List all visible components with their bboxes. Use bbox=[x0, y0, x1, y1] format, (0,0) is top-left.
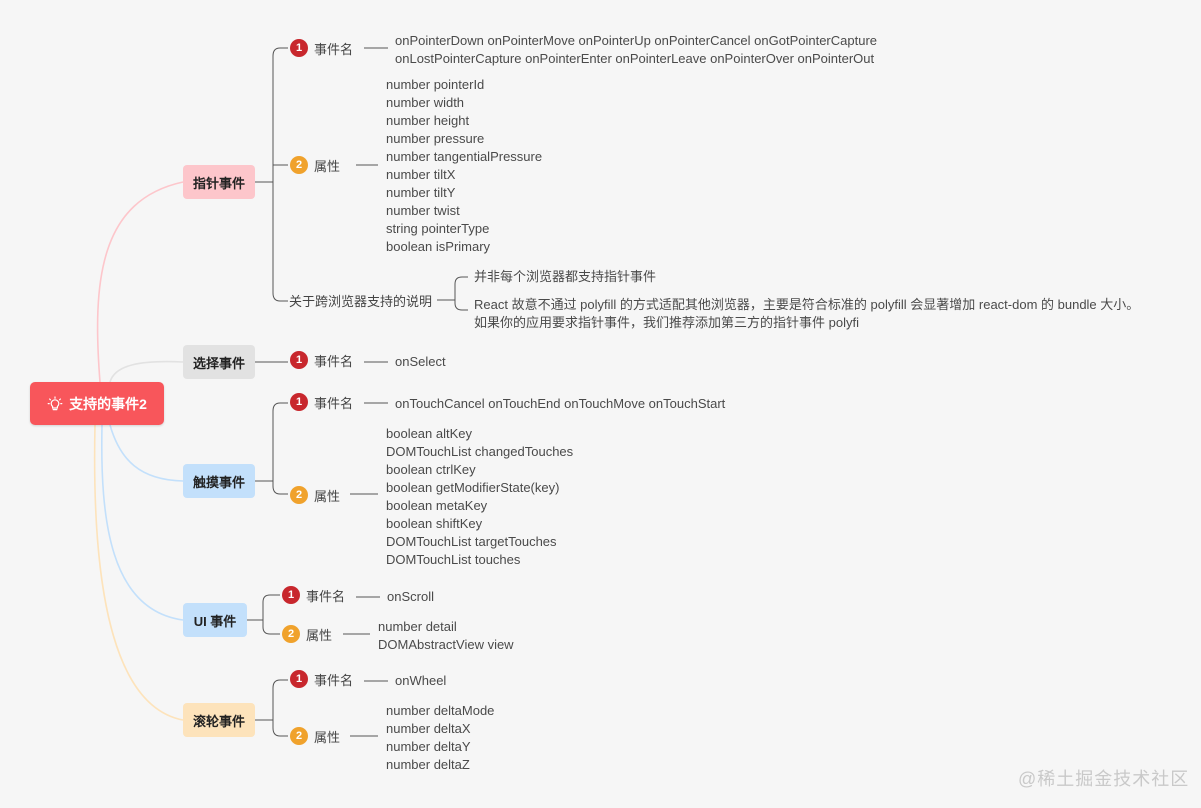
category-select-events[interactable]: 选择事件 bbox=[183, 345, 255, 379]
touch-props-list: boolean altKey DOMTouchList changedTouch… bbox=[386, 425, 573, 569]
node-label: 事件名 bbox=[314, 395, 354, 411]
lightbulb-icon bbox=[47, 395, 63, 410]
touch-names-value: onTouchCancel onTouchEnd onTouchMove onT… bbox=[395, 396, 726, 411]
category-ui-events[interactable]: UI 事件 bbox=[183, 603, 247, 637]
node-label: 属性 bbox=[306, 627, 333, 643]
value-line: onLostPointerCapture onPointerEnter onPo… bbox=[395, 51, 875, 66]
number-two-badge: 2 bbox=[282, 625, 300, 643]
node-label: 属性 bbox=[314, 488, 341, 504]
category-label: 触摸事件 bbox=[192, 474, 245, 490]
prop-item: number deltaY bbox=[386, 739, 471, 754]
ui-props-node[interactable]: 2 属性 bbox=[282, 625, 332, 643]
node-label: 属性 bbox=[314, 158, 341, 174]
bracket-ui bbox=[247, 594, 280, 635]
wheel-names-value: onWheel bbox=[395, 673, 447, 688]
prop-item: string pointerType bbox=[386, 221, 490, 236]
connector-root-ui bbox=[100, 424, 184, 621]
value-line: 如果你的应用要求指针事件，我们推荐添加第三方的指针事件 polyfi bbox=[474, 315, 859, 330]
node-label: 事件名 bbox=[306, 588, 346, 604]
pointer-props-list: number pointerId number width number hei… bbox=[386, 76, 542, 256]
category-label: 选择事件 bbox=[192, 355, 245, 371]
prop-item: boolean metaKey bbox=[386, 498, 488, 513]
watermark: @稀土掘金技术社区 bbox=[1018, 769, 1190, 789]
connector-root-pointer bbox=[96, 181, 184, 383]
connector-root-wheel bbox=[93, 424, 184, 721]
prop-item: DOMTouchList targetTouches bbox=[386, 534, 557, 549]
number-one-badge: 1 bbox=[282, 586, 300, 604]
prop-item: DOMTouchList touches bbox=[386, 552, 521, 567]
connector-root-touch bbox=[109, 424, 184, 482]
bracket-wheel bbox=[255, 679, 288, 737]
prop-item: boolean shiftKey bbox=[386, 516, 483, 531]
bracket-touch bbox=[255, 402, 288, 495]
category-touch-events[interactable]: 触摸事件 bbox=[183, 464, 255, 498]
bracket-pointer bbox=[255, 47, 288, 302]
category-label: 滚轮事件 bbox=[192, 713, 245, 729]
connector-root-select bbox=[109, 360, 184, 383]
prop-item: boolean ctrlKey bbox=[386, 462, 476, 477]
bracket-pointer-note bbox=[437, 276, 468, 311]
category-label: UI 事件 bbox=[193, 613, 237, 629]
pointer-props-node[interactable]: 2 属性 bbox=[290, 156, 340, 174]
number-one-badge: 1 bbox=[290, 39, 308, 57]
root-title: 支持的事件2 bbox=[69, 395, 147, 412]
pointer-names-value: onPointerDown onPointerMove onPointerUp … bbox=[395, 32, 877, 68]
prop-item: number deltaX bbox=[386, 721, 471, 736]
wheel-props-list: number deltaMode number deltaX number de… bbox=[386, 702, 494, 774]
select-names-value: onSelect bbox=[395, 354, 446, 369]
prop-item: number deltaZ bbox=[386, 757, 470, 772]
prop-item: number pointerId bbox=[386, 77, 485, 92]
number-two-badge: 2 bbox=[290, 486, 308, 504]
pointer-note-1: 并非每个浏览器都支持指针事件 bbox=[474, 269, 657, 284]
prop-item: number tiltX bbox=[386, 167, 456, 182]
touch-names-node[interactable]: 1 事件名 bbox=[290, 393, 353, 411]
prop-item: number width bbox=[386, 95, 465, 110]
prop-item: number detail bbox=[378, 619, 457, 634]
prop-item: number deltaMode bbox=[386, 703, 495, 718]
node-label: 事件名 bbox=[314, 41, 354, 57]
prop-item: number tiltY bbox=[386, 185, 456, 200]
number-two-badge: 2 bbox=[290, 156, 308, 174]
pointer-note-node[interactable]: 关于跨浏览器支持的说明 bbox=[289, 291, 432, 309]
pointer-names-node[interactable]: 1 事件名 bbox=[290, 39, 353, 57]
value-line: onPointerDown onPointerMove onPointerUp … bbox=[395, 33, 878, 48]
prop-item: boolean altKey bbox=[386, 426, 473, 441]
wheel-props-node[interactable]: 2 属性 bbox=[290, 727, 340, 745]
ui-names-value: onScroll bbox=[387, 589, 434, 604]
root-node[interactable]: 支持的事件2 bbox=[30, 382, 164, 425]
node-label: 关于跨浏览器支持的说明 bbox=[289, 293, 433, 309]
number-one-badge: 1 bbox=[290, 351, 308, 369]
prop-item: number height bbox=[386, 113, 470, 128]
prop-item: boolean isPrimary bbox=[386, 239, 491, 254]
node-label: 属性 bbox=[314, 729, 341, 745]
prop-item: number pressure bbox=[386, 131, 485, 146]
category-pointer-events[interactable]: 指针事件 bbox=[183, 165, 255, 199]
category-wheel-events[interactable]: 滚轮事件 bbox=[183, 703, 255, 737]
node-label: 事件名 bbox=[314, 353, 354, 369]
prop-item: DOMAbstractView view bbox=[378, 637, 514, 652]
prop-item: boolean getModifierState(key) bbox=[386, 480, 560, 495]
ui-names-node[interactable]: 1 事件名 bbox=[282, 586, 345, 604]
number-one-badge: 1 bbox=[290, 393, 308, 411]
select-names-node[interactable]: 1 事件名 bbox=[290, 351, 353, 369]
wheel-names-node[interactable]: 1 事件名 bbox=[290, 670, 353, 688]
node-label: 事件名 bbox=[314, 672, 354, 688]
touch-props-node[interactable]: 2 属性 bbox=[290, 486, 340, 504]
value-line: React 故意不通过 polyfill 的方式适配其他浏览器，主要是符合标准的… bbox=[474, 297, 1140, 312]
ui-props-list: number detail DOMAbstractView view bbox=[378, 618, 514, 654]
prop-item: number tangentialPressure bbox=[386, 149, 543, 164]
category-label: 指针事件 bbox=[192, 175, 245, 191]
number-one-badge: 1 bbox=[290, 670, 308, 688]
prop-item: DOMTouchList changedTouches bbox=[386, 444, 574, 459]
number-two-badge: 2 bbox=[290, 727, 308, 745]
prop-item: number twist bbox=[386, 203, 460, 218]
pointer-note-2: React 故意不通过 polyfill 的方式适配其他浏览器，主要是符合标准的… bbox=[474, 296, 1139, 332]
